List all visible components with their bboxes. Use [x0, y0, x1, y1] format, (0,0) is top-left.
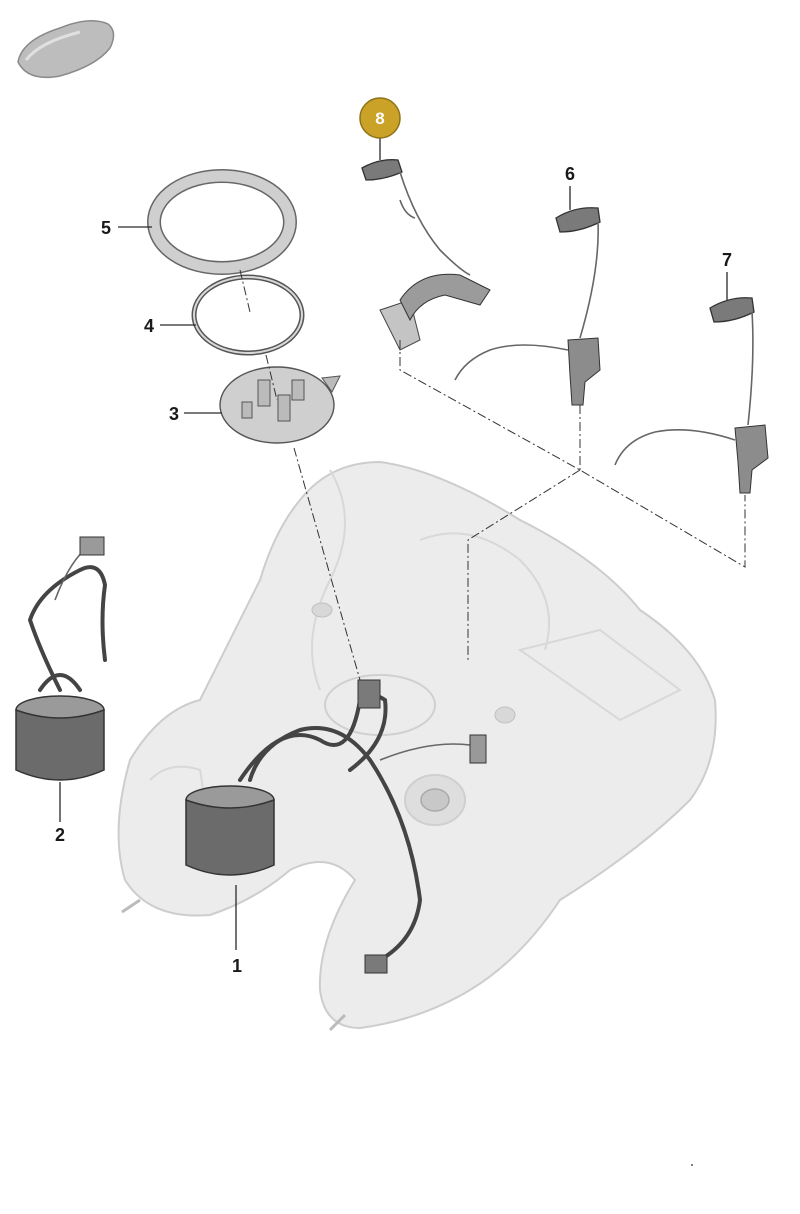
callout-2[interactable]: 2 [55, 825, 65, 845]
part-1-fuel-pump-installed[interactable] [185, 679, 487, 974]
callout-5[interactable]: 5 [101, 218, 111, 238]
part-2-fuel-pump[interactable] [15, 536, 108, 781]
callout-1[interactable]: 1 [232, 956, 242, 976]
part-8-level-sender[interactable] [361, 159, 491, 351]
part-6-level-sensor[interactable] [454, 207, 601, 406]
callout-3[interactable]: 3 [169, 404, 179, 424]
fuel-tank [117, 460, 717, 1032]
callout-8-label: 8 [375, 109, 384, 128]
callout-7[interactable]: 7 [722, 250, 732, 270]
part-7-level-sensor[interactable] [614, 297, 769, 494]
callout-8-badge[interactable]: 8 [359, 97, 401, 139]
leader-lines [59, 138, 728, 950]
car-silhouette-icon[interactable] [17, 20, 115, 79]
stray-dot [691, 1164, 693, 1166]
part-3-flange-cover[interactable] [219, 366, 341, 444]
assembly-guide-lines [239, 269, 746, 681]
callout-4[interactable]: 4 [144, 316, 154, 336]
part-4-seal-ring[interactable] [191, 274, 305, 356]
callout-6[interactable]: 6 [565, 164, 575, 184]
part-5-locking-ring[interactable] [147, 169, 297, 275]
